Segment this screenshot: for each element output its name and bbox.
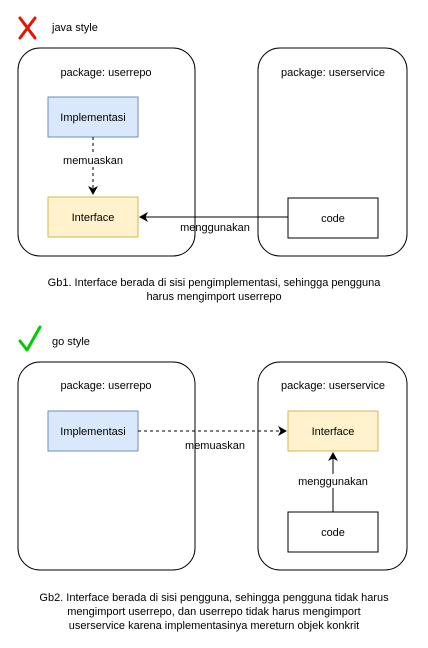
java-implementation-label: Implementasi [60,112,125,124]
go-caption-line-3: userservice karena implementasinya meret… [68,620,360,632]
go-style-title: go style [52,336,90,348]
go-caption-line-1: Gb2. Interface berada di sisi pengguna, … [39,592,389,604]
go-userrepo-package-box [17,361,196,571]
java-style-title: java style [51,22,98,34]
go-implementation-box [47,410,139,452]
java-satisfies-label-bg [58,153,128,167]
go-uses-label-bg [290,474,376,488]
java-satisfies-label: memuaskan [63,155,123,167]
go-uses-label: menggunakan [298,476,368,488]
go-satisfies-label: memuaskan [185,440,245,452]
go-caption-line-2: mengimport userrepo, dan userrepo tidak … [67,606,361,618]
java-uses-label: menggunakan [180,222,250,234]
java-interface-label: Interface [72,212,115,224]
java-interface-box [47,196,139,238]
go-code-box [287,511,379,553]
go-userservice-package-label: package: userservice [281,380,385,392]
java-caption-line-1: Gb1. Interface berada di sisi pengimplem… [47,277,381,289]
java-userservice-package-label: package: userservice [281,67,385,79]
check-mark-icon [18,325,42,352]
go-interface-label: Interface [312,426,355,438]
java-code-label: code [321,213,345,225]
go-caption: Gb2. Interface berada di sisi pengguna, … [8,591,420,633]
go-implementation-label: Implementasi [60,426,125,438]
go-userrepo-package-label: package: userrepo [60,380,151,392]
java-caption-line-2: harus mengimport userrepo [146,291,282,303]
java-caption: Gb1. Interface berada di sisi pengimplem… [8,276,420,304]
go-interface-box [287,410,379,452]
java-implementation-box [47,96,139,138]
java-code-box [287,197,379,239]
java-userrepo-package-label: package: userrepo [60,67,151,79]
wrong-x-icon [18,16,37,40]
go-code-label: code [321,527,345,539]
